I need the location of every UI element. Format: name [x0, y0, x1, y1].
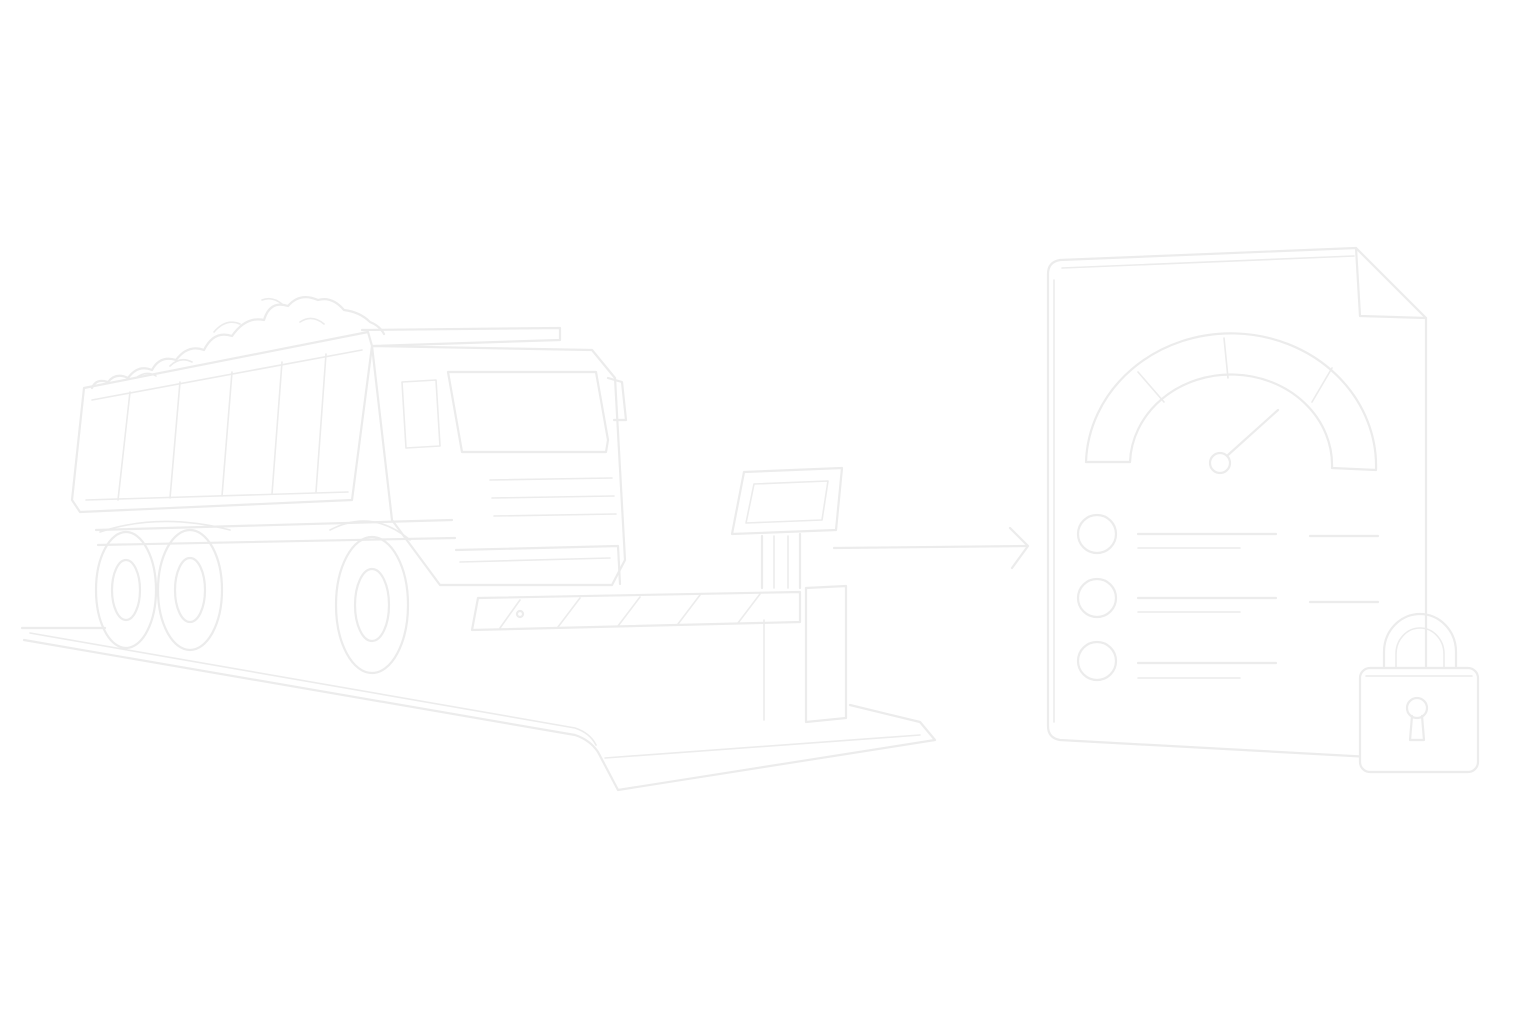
- arrow-right-icon: [832, 526, 1030, 570]
- boom-barrier-icon: [470, 584, 848, 724]
- gauge-icon: [1084, 332, 1378, 475]
- checklist-icon: [1076, 513, 1380, 682]
- weighbridge-platform-icon: [20, 626, 937, 792]
- padlock-icon: [1358, 612, 1480, 774]
- weighbridge-terminal-icon: [730, 466, 844, 590]
- report-document-icon: [1046, 246, 1428, 762]
- dump-truck-icon: [70, 295, 628, 675]
